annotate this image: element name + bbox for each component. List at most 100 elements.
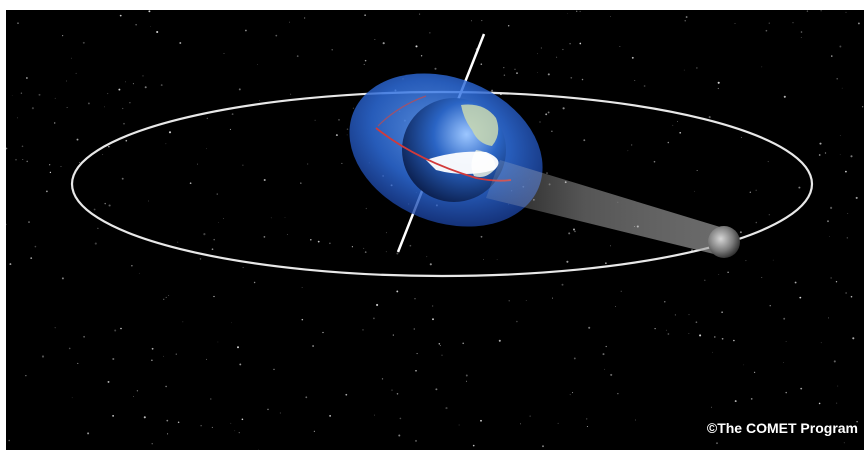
star (654, 327, 656, 330)
star (238, 431, 240, 434)
star (743, 364, 745, 366)
star (610, 373, 613, 376)
star (634, 80, 636, 81)
star (22, 159, 24, 161)
star (331, 49, 333, 51)
star (396, 252, 399, 255)
star (234, 430, 236, 432)
star (547, 111, 550, 114)
star (783, 95, 786, 98)
star (329, 242, 331, 245)
star (761, 66, 763, 68)
star (667, 333, 670, 335)
star (131, 265, 133, 267)
star (721, 311, 723, 314)
star (142, 75, 144, 77)
star (20, 92, 23, 94)
star (833, 360, 836, 363)
star (230, 422, 232, 424)
star (6, 223, 7, 226)
star (688, 314, 690, 316)
star (465, 374, 468, 377)
star (429, 32, 431, 34)
star (480, 63, 483, 65)
star (229, 128, 231, 130)
star (696, 169, 698, 171)
star (119, 14, 122, 17)
star (620, 290, 622, 292)
star (317, 240, 320, 243)
star (166, 419, 169, 422)
star (828, 317, 829, 319)
star (552, 297, 553, 299)
star (301, 318, 304, 321)
star (699, 334, 702, 337)
star (783, 361, 784, 363)
star (841, 87, 843, 89)
star (567, 13, 568, 14)
earth-moon-beam (486, 160, 730, 256)
star (399, 417, 402, 420)
star (839, 135, 841, 136)
star (434, 67, 437, 70)
starfield (6, 10, 864, 450)
star (839, 154, 841, 155)
star (289, 21, 290, 23)
star (581, 78, 584, 81)
star (108, 146, 110, 148)
star (30, 257, 33, 259)
star (547, 73, 550, 76)
star (75, 72, 77, 74)
star (820, 10, 822, 12)
star (15, 158, 17, 161)
star (200, 425, 202, 427)
star (94, 242, 97, 245)
copyright-credit: ©The COMET Program (706, 420, 858, 436)
star (653, 160, 656, 163)
star (619, 46, 621, 47)
star (562, 48, 564, 51)
space-scene: ©The COMET Program (6, 10, 864, 450)
star (175, 353, 177, 355)
star (206, 358, 207, 360)
star (727, 271, 729, 273)
star (120, 327, 122, 330)
star (237, 346, 239, 349)
star (480, 235, 483, 238)
star (151, 443, 153, 445)
star (413, 328, 415, 330)
earth-moon-orbit-illustration (6, 10, 864, 450)
star (458, 424, 460, 426)
star (539, 121, 541, 123)
star (683, 69, 685, 71)
star (739, 231, 742, 234)
star (286, 234, 288, 235)
star (569, 394, 571, 396)
star (279, 412, 281, 414)
star (827, 220, 829, 223)
star (168, 131, 172, 134)
star (136, 390, 139, 392)
star (217, 341, 219, 343)
star (123, 122, 125, 125)
star (398, 434, 401, 437)
star (574, 230, 576, 233)
star (148, 200, 149, 202)
star (800, 31, 803, 33)
star (674, 314, 676, 316)
star (768, 22, 770, 24)
star (28, 221, 30, 224)
star (462, 342, 465, 345)
star (785, 391, 787, 394)
star (211, 248, 214, 251)
star (566, 260, 569, 263)
star (66, 80, 67, 82)
star (856, 420, 858, 423)
star (156, 30, 159, 34)
star (792, 22, 794, 24)
star (54, 97, 56, 99)
star (244, 29, 247, 32)
star (718, 273, 720, 275)
star (755, 189, 757, 191)
star (845, 11, 847, 13)
